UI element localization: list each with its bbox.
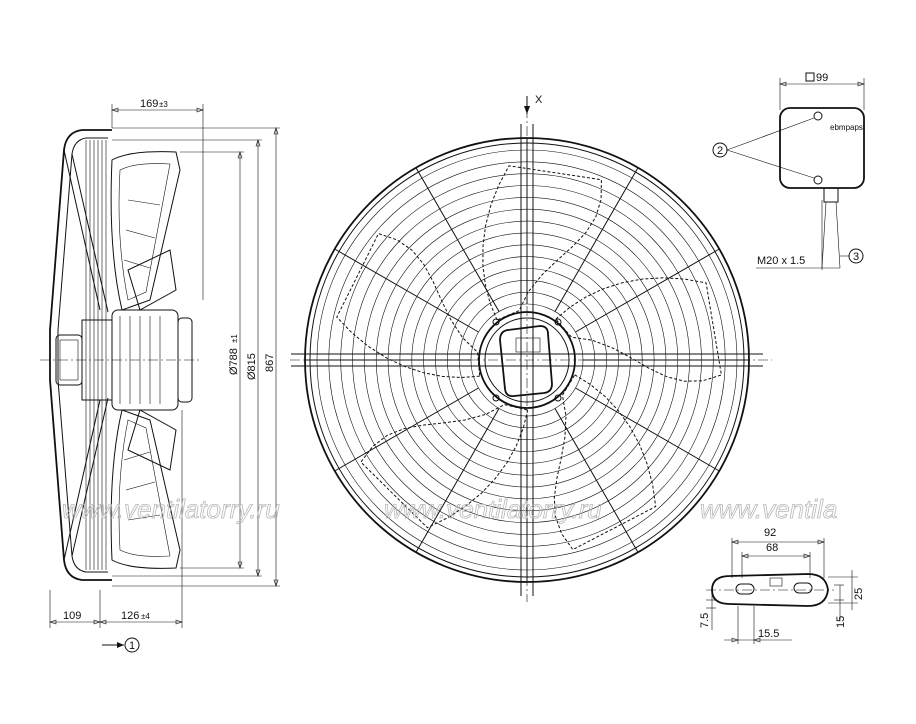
guard-spoke <box>575 387 720 472</box>
watermark-text-2: www.ventilatorry.ru <box>384 494 602 524</box>
callout-2: 2 <box>717 145 723 157</box>
dim-m20: M20 x 1.5 <box>757 255 805 267</box>
dim-92: 92 <box>764 527 776 539</box>
dim-867: 867 <box>264 354 276 372</box>
dim-7-5: 7.5 <box>699 613 711 628</box>
front-view: X <box>290 94 772 602</box>
watermark-text-1: www.ventilatorry.ru <box>62 494 280 524</box>
mounting-foot-detail: 92 68 25 15 7.5 <box>699 527 865 644</box>
guard-spoke <box>334 248 479 333</box>
guard-spoke <box>554 408 639 553</box>
side-view: 169 ±3 Ø788 ±1 Ø815 867 109 126 <box>40 98 280 653</box>
guard-spoke <box>415 167 500 312</box>
terminal-box <box>779 107 865 189</box>
watermark: www.ventilatorry.ru www.ventilatorry.ru … <box>62 494 838 525</box>
guard-spoke <box>554 167 639 312</box>
dim-109: 109 <box>63 610 81 622</box>
terminal-box-brand: ebmpapst <box>830 123 866 132</box>
dim-815: Ø815 <box>246 353 258 380</box>
impeller-blades <box>336 165 722 551</box>
impeller-blade <box>336 232 481 379</box>
tol-169: ±3 <box>159 100 168 109</box>
dim-99: 99 <box>816 72 828 84</box>
dim-126: 126 <box>121 610 139 622</box>
guard-spoke <box>334 387 479 472</box>
terminal-box-detail: 99 ebmpapst M20 x 1.5 2 3 <box>712 72 866 270</box>
callout-1: 1 <box>129 640 135 652</box>
tol-788: ±1 <box>230 334 239 343</box>
hub-terminal-box <box>499 325 553 398</box>
impeller-blade <box>360 404 529 529</box>
dim-169: 169 <box>140 98 158 110</box>
dim-68: 68 <box>766 542 778 554</box>
impeller-blade <box>553 374 657 551</box>
axis-x-label: X <box>535 94 543 106</box>
impeller-blade <box>555 277 722 382</box>
dim-788: Ø788 <box>228 348 240 375</box>
side-guard-wires <box>85 140 107 570</box>
guard-spoke <box>415 408 500 553</box>
callout-3: 3 <box>853 251 859 263</box>
dim-25: 25 <box>853 588 865 600</box>
watermark-text-3: www.ventila <box>700 494 837 524</box>
impeller-blade <box>482 165 602 321</box>
dim-15-5: 15.5 <box>758 628 779 640</box>
dim-15: 15 <box>835 616 847 628</box>
guard-spoke <box>575 248 720 333</box>
tol-126: ±4 <box>141 612 150 621</box>
callout-1-circle <box>124 637 140 653</box>
